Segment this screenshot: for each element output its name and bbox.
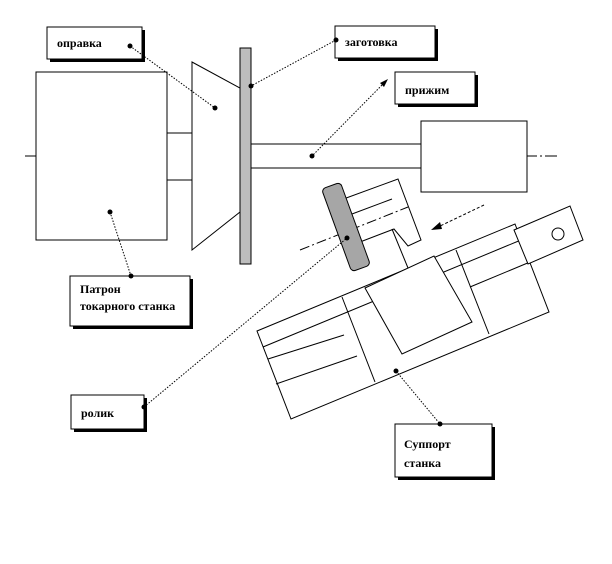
- mandrel: [191, 61, 241, 252]
- label-clamp: прижим: [405, 83, 449, 97]
- support-hatch-b: [275, 355, 358, 385]
- leader-support-dot-b: [437, 421, 443, 427]
- tailstock-block: [420, 120, 528, 193]
- leader-chuck-dot-b: [128, 273, 134, 279]
- feed-arrow-head: [431, 222, 442, 230]
- roller-bracket-inner: [351, 198, 393, 215]
- lathe-chuck: [35, 71, 168, 241]
- leader-mandrel-dot-b: [212, 105, 218, 111]
- label-chuck-line1: Патрон: [80, 282, 121, 296]
- label-mandrel: оправка: [57, 36, 102, 50]
- machine-support: [256, 205, 584, 420]
- leader-workpiece-dot-a: [333, 37, 339, 43]
- label-workpiece: заготовка: [345, 35, 397, 49]
- leader-clamp-arrowhead: [380, 79, 388, 87]
- chuck-spindle: [166, 132, 193, 181]
- leader-workpiece-dot-b: [248, 83, 254, 89]
- leader-mandrel: [129, 45, 216, 109]
- label-support-box: [394, 423, 493, 478]
- label-roller-box: [70, 394, 145, 430]
- leader-chuck-dot-a: [107, 209, 113, 215]
- leader-support-dot-a: [393, 368, 399, 374]
- label-support-line1: Суппорт: [404, 437, 451, 451]
- label-roller: ролик: [81, 406, 114, 420]
- roller-bracket: [337, 178, 422, 247]
- roller: [322, 182, 370, 272]
- leader-clamp-dot: [309, 153, 315, 159]
- leader-roller-dot-a: [141, 404, 147, 410]
- label-workpiece-box: [334, 25, 436, 59]
- leader-workpiece: [250, 39, 337, 87]
- support-divider-a: [341, 296, 376, 383]
- support-hatch-a: [267, 334, 345, 360]
- leader-roller: [143, 237, 348, 408]
- label-clamp-box: [394, 71, 476, 105]
- support-arm: [513, 205, 584, 265]
- label-mandrel-box: [46, 26, 143, 60]
- label-support-line2: станка: [404, 456, 441, 470]
- support-divider-b: [455, 249, 490, 335]
- support-slide-block: [364, 255, 473, 355]
- leader-clamp: [311, 82, 385, 157]
- leader-support: [395, 370, 441, 425]
- label-chuck-box: [69, 275, 191, 327]
- label-chuck-line2: токарного станка: [80, 299, 175, 313]
- leader-chuck: [109, 211, 132, 277]
- leader-roller-dot-b: [344, 235, 350, 241]
- support-hatch-c: [469, 261, 531, 288]
- support-arm-hole: [551, 227, 565, 241]
- roller-bracket-post: [391, 228, 409, 269]
- pressure-shaft: [250, 143, 422, 169]
- leader-mandrel-dot-a: [127, 43, 133, 49]
- feed-arrow-line: [437, 204, 485, 228]
- workpiece: [239, 47, 252, 265]
